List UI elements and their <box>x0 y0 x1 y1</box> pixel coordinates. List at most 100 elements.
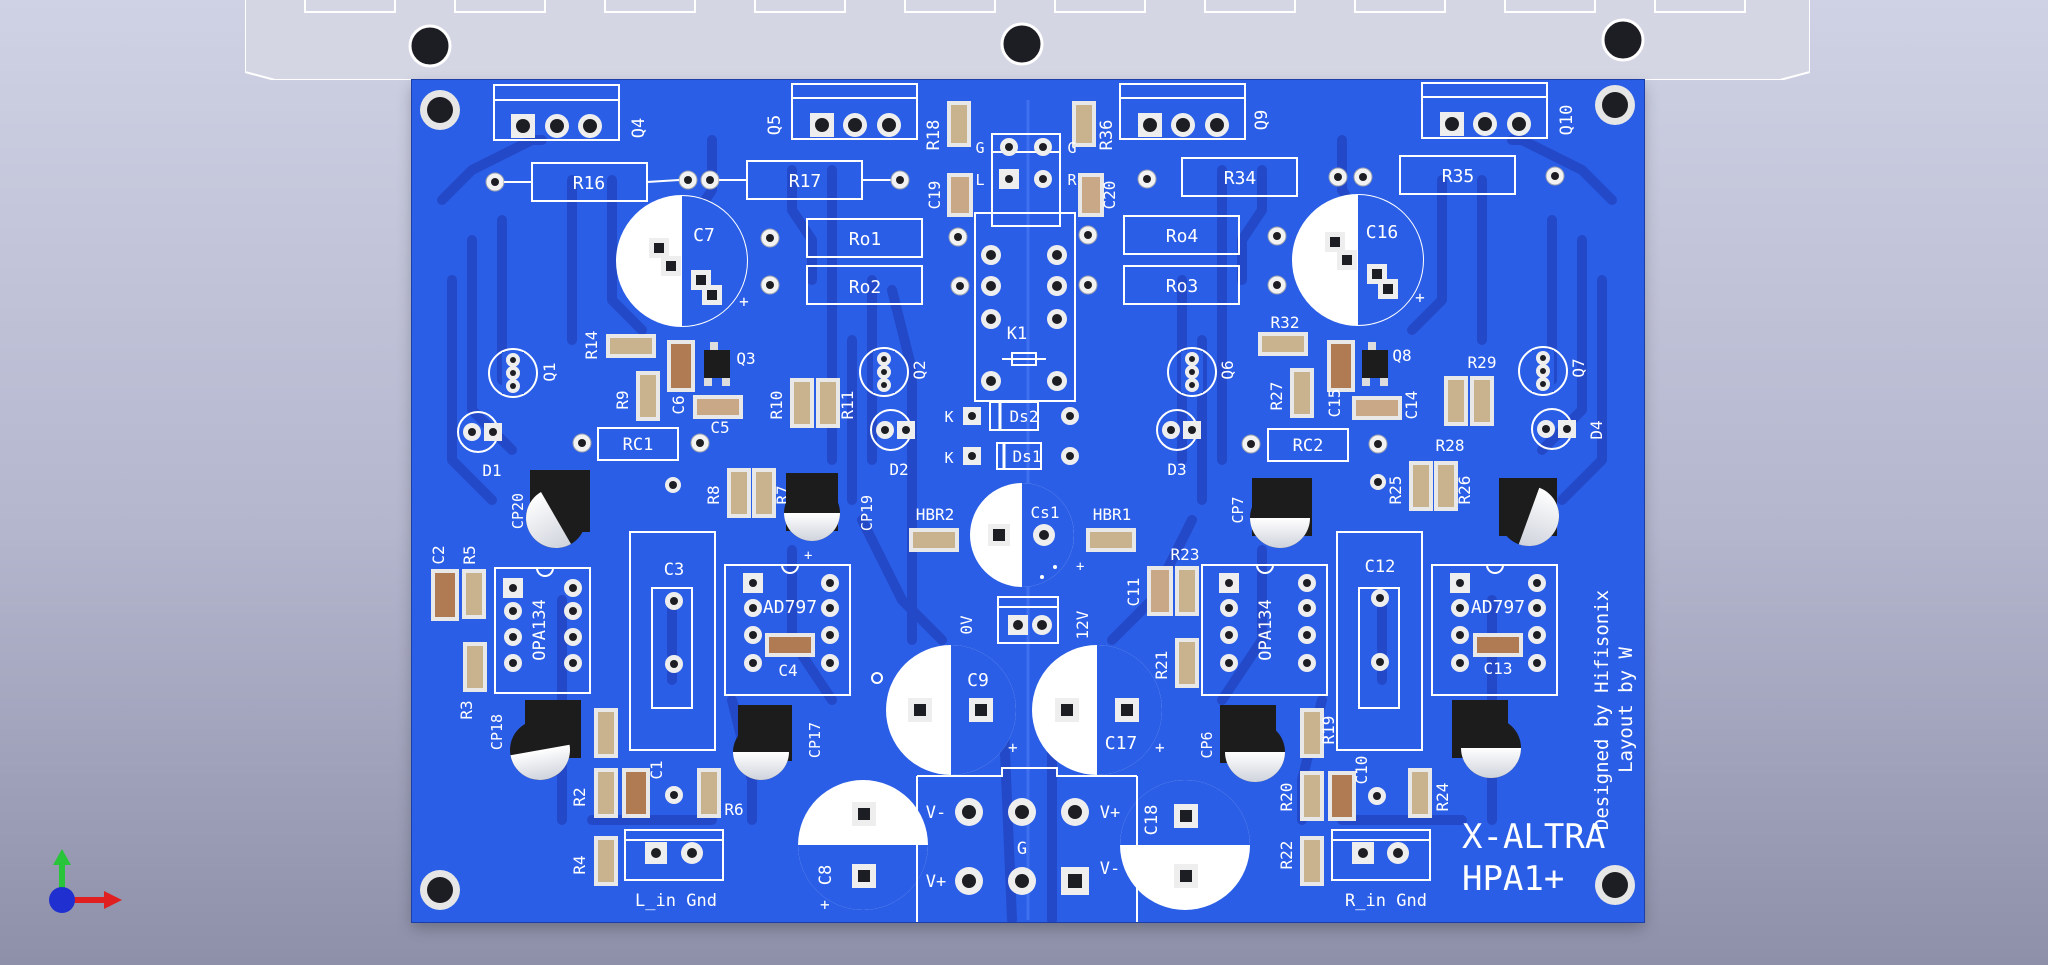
capacitor-cp17[interactable] <box>733 705 792 780</box>
transistor-q8[interactable] <box>1362 342 1388 386</box>
capacitor-c20[interactable] <box>1078 173 1104 217</box>
capacitor-c18[interactable] <box>1120 780 1250 910</box>
capacitor-c19[interactable] <box>947 173 973 217</box>
capacitor-c13[interactable] <box>1473 633 1523 657</box>
resistor-r8[interactable] <box>727 468 751 518</box>
resistor-r7[interactable] <box>752 468 776 518</box>
resistor-r2-upper[interactable] <box>594 708 618 758</box>
transistor-q3[interactable] <box>704 342 730 386</box>
resistor-rc2[interactable] <box>1241 428 1388 462</box>
resistor-hbr2[interactable] <box>909 528 959 552</box>
capacitor-c3[interactable] <box>629 531 716 751</box>
resistor-r4[interactable] <box>594 836 618 886</box>
relay-connector[interactable] <box>991 133 1061 227</box>
resistor-r6[interactable] <box>697 768 721 818</box>
q10-header[interactable] <box>1421 82 1548 139</box>
resistor-r26[interactable] <box>1434 461 1458 511</box>
capacitor-cp5[interactable] <box>1452 700 1521 778</box>
capacitor-c10[interactable] <box>1328 771 1386 821</box>
resistor-rc1[interactable] <box>572 427 710 461</box>
dc-power-connector[interactable] <box>997 596 1059 644</box>
resistor-r20[interactable] <box>1300 771 1324 821</box>
resistor-r9[interactable] <box>636 371 660 421</box>
capacitor-c15[interactable] <box>1327 340 1355 392</box>
transistor-q7[interactable] <box>1518 346 1568 396</box>
capacitor-c8[interactable] <box>798 780 928 910</box>
ic-opa134-right[interactable] <box>1201 564 1328 696</box>
ic-opa134-left[interactable] <box>494 567 591 694</box>
resistor-ro3[interactable] <box>1078 265 1287 305</box>
input-connector-left[interactable] <box>624 829 724 881</box>
capacitor-cp20[interactable] <box>515 470 590 559</box>
resistor-r11[interactable] <box>816 378 840 428</box>
capacitor-cp7[interactable] <box>1250 478 1312 548</box>
resistor-r21[interactable] <box>1175 638 1199 688</box>
resistor-r2[interactable] <box>594 768 618 818</box>
resistor-r36[interactable] <box>1072 101 1096 147</box>
resistor-ro2[interactable] <box>760 265 970 305</box>
resistor-ro4[interactable] <box>1078 215 1287 255</box>
label-r14: R14 <box>582 331 601 360</box>
capacitor-c7[interactable] <box>616 195 748 327</box>
ic-ad797-left[interactable] <box>724 564 851 696</box>
led-d1[interactable] <box>457 411 502 453</box>
capacitor-cp19[interactable] <box>784 473 840 541</box>
resistor-r10[interactable] <box>790 378 814 428</box>
transistor-q2[interactable] <box>859 347 909 397</box>
capacitor-c11[interactable] <box>1147 566 1173 616</box>
board-title-line1: X-ALTRA <box>1462 817 1605 857</box>
input-connector-right[interactable] <box>1331 829 1431 881</box>
capacitor-c9[interactable] <box>886 645 1016 775</box>
led-d3[interactable] <box>1156 409 1201 451</box>
capacitor-c5[interactable] <box>693 395 743 419</box>
transistor-q1[interactable] <box>488 348 538 398</box>
diode-ds1[interactable] <box>963 442 1079 470</box>
resistor-r3[interactable] <box>463 642 487 692</box>
resistor-r29b[interactable] <box>1470 376 1494 426</box>
resistor-r29[interactable] <box>1444 376 1468 426</box>
ic-ad797-right[interactable] <box>1431 564 1558 696</box>
resistor-r22[interactable] <box>1300 836 1324 886</box>
resistor-hbr1[interactable] <box>1086 528 1136 552</box>
resistor-r23[interactable] <box>1175 566 1199 616</box>
resistor-r35[interactable] <box>1353 155 1565 195</box>
label-ro1: Ro1 <box>849 229 882 250</box>
capacitor-cp8[interactable] <box>1499 478 1567 554</box>
capacitor-c1[interactable] <box>622 768 683 818</box>
capacitor-c16[interactable] <box>1292 194 1424 326</box>
capacitor-cp6[interactable] <box>1220 705 1285 782</box>
capacitor-c14[interactable] <box>1352 396 1402 420</box>
label-q9: Q9 <box>1252 110 1272 130</box>
transistor-q6[interactable] <box>1167 347 1217 397</box>
capacitor-c12[interactable] <box>1336 531 1423 751</box>
q9-header[interactable] <box>1119 83 1246 140</box>
diode-ds2[interactable] <box>963 401 1079 431</box>
resistor-r24[interactable] <box>1408 768 1432 818</box>
resistor-ro1[interactable] <box>760 218 968 258</box>
capacitor-c17[interactable] <box>1032 645 1162 775</box>
resistor-r34[interactable] <box>1137 157 1348 197</box>
capacitor-cp18[interactable] <box>510 700 581 785</box>
led-d4[interactable] <box>1531 408 1576 450</box>
q4-header[interactable] <box>493 84 620 141</box>
resistor-r5[interactable] <box>462 569 486 619</box>
resistor-r19[interactable] <box>1300 708 1324 758</box>
relay-k1[interactable] <box>974 212 1076 402</box>
axis-orientation-gizmo[interactable] <box>40 845 130 935</box>
capacitor-cs1[interactable] <box>970 483 1074 587</box>
capacitor-c2[interactable] <box>431 569 459 621</box>
capacitor-c4[interactable] <box>765 633 815 657</box>
resistor-r16[interactable] <box>485 162 698 202</box>
resistor-r25[interactable] <box>1409 461 1433 511</box>
resistor-r17[interactable] <box>700 160 910 200</box>
resistor-r14[interactable] <box>606 334 656 358</box>
capacitor-c6[interactable] <box>667 340 695 392</box>
resistor-r18[interactable] <box>947 101 971 147</box>
resistor-r32[interactable] <box>1258 332 1308 356</box>
led-d2[interactable] <box>870 409 915 451</box>
power-header[interactable] <box>916 767 1138 922</box>
q5-header[interactable] <box>791 83 918 140</box>
resistor-r27[interactable] <box>1290 368 1314 418</box>
pcb-board[interactable]: Q4 Q5 Q9 <box>412 80 1644 922</box>
